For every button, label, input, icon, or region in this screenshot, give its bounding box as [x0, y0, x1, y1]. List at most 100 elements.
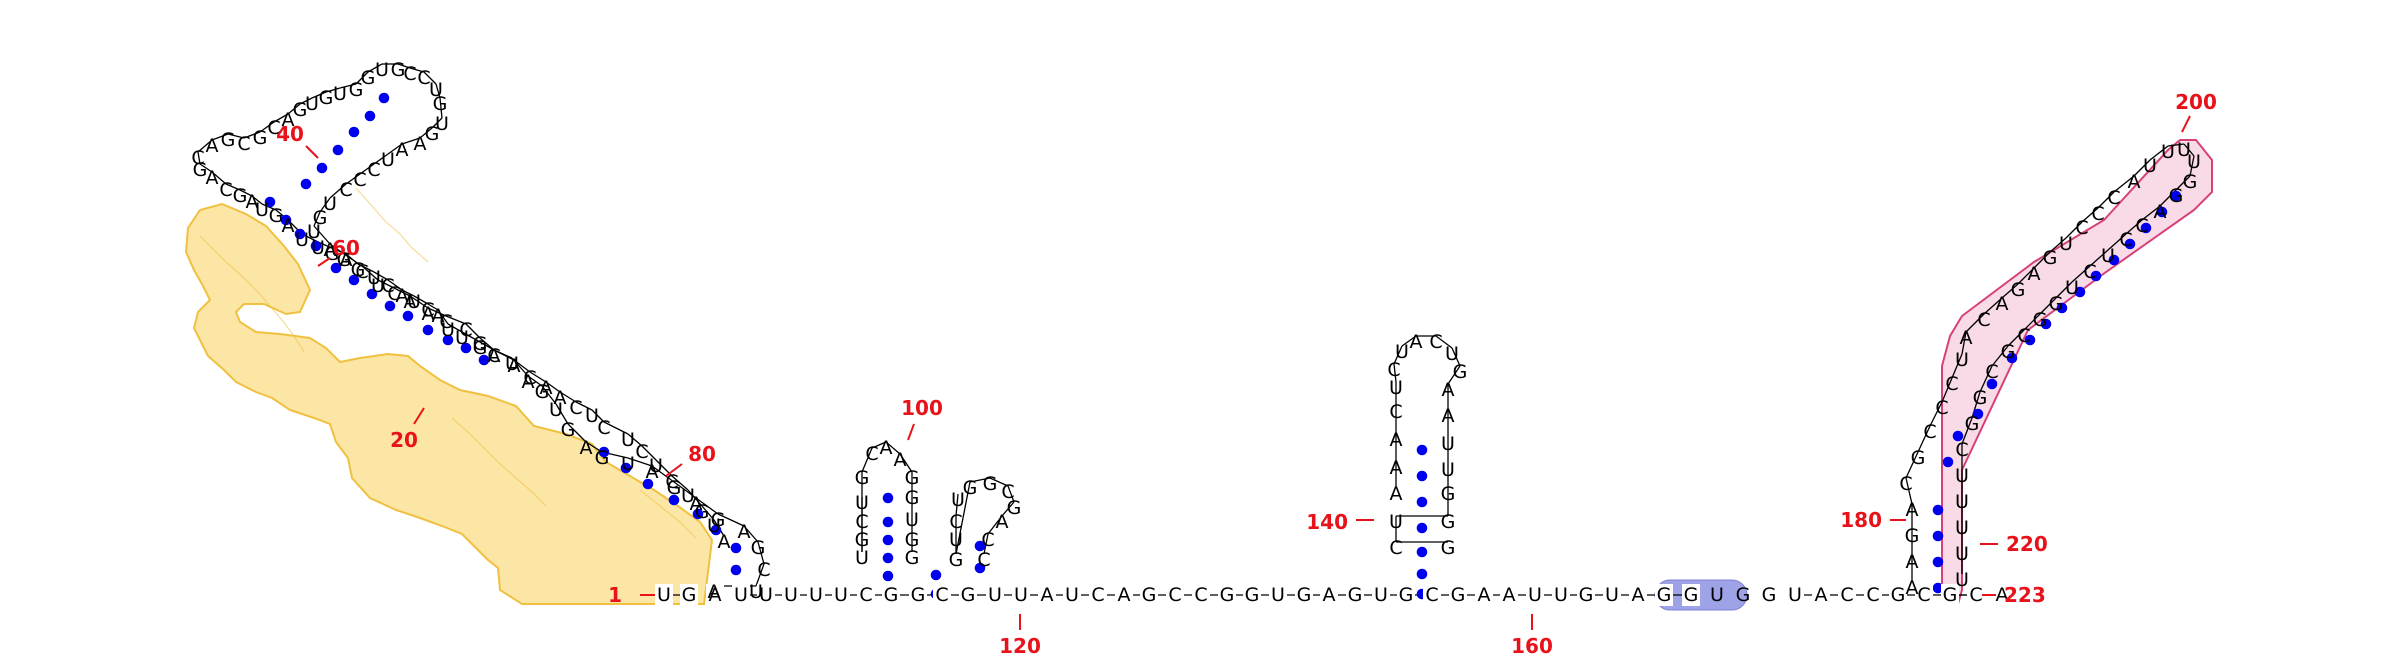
nucleotide: C	[487, 345, 500, 367]
nucleotide: A	[1906, 551, 1919, 573]
base-pair-dot	[730, 564, 742, 576]
nucleotide: C	[1429, 331, 1442, 353]
base-pair-dot	[598, 446, 610, 458]
nucleotide: G	[1736, 584, 1751, 606]
nucleotide: G	[595, 447, 610, 469]
base-pair-dot	[422, 324, 434, 336]
nucleotide: G	[1911, 447, 1926, 469]
nucleotide: G	[473, 337, 488, 359]
nucleotide: C	[459, 319, 472, 341]
nucleotide: A	[1323, 584, 1336, 606]
nucleotide: U	[2143, 155, 2157, 177]
nucleotide: A	[522, 371, 535, 393]
nucleotide: G	[233, 185, 248, 207]
base-pair-dot	[2170, 190, 2182, 202]
nucleotide: U	[295, 229, 309, 251]
nucleotide: C	[635, 441, 648, 463]
nucleotide: C	[1389, 401, 1402, 423]
nucleotide: U	[1955, 491, 1969, 513]
base-pair-dot	[442, 334, 454, 346]
nucleotide: C	[267, 117, 280, 139]
base-pair-dot	[2156, 206, 2168, 218]
nucleotide: U	[1788, 584, 1802, 606]
nucleotide: U	[649, 455, 663, 477]
nucleotide: C	[1935, 397, 1948, 419]
base-pair-dot	[316, 162, 328, 174]
base-pair-layer	[264, 92, 2182, 600]
nucleotide: U	[734, 584, 748, 606]
nucleotide: U	[1605, 584, 1619, 606]
nucleotide: A	[1906, 499, 1919, 521]
nucleotide: A	[282, 109, 295, 131]
position-label: 223	[2004, 583, 2046, 607]
nucleotide: A	[718, 531, 731, 553]
nucleotide: U	[2187, 151, 2201, 173]
position-label: 140	[1306, 510, 1348, 534]
nucleotide: A	[1996, 293, 2009, 315]
nucleotide: G	[667, 477, 682, 499]
nucleotide: U	[657, 584, 671, 606]
nucleotide: C	[977, 549, 990, 571]
nucleotide: A	[708, 581, 721, 603]
position-label: 160	[1511, 634, 1553, 658]
nucleotide: A	[396, 139, 409, 161]
base-pair-dot	[402, 310, 414, 322]
nucleotide: G	[2043, 247, 2058, 269]
nucleotide: G	[425, 123, 440, 145]
nucleotide: G	[1399, 584, 1414, 606]
nucleotide: C	[949, 511, 962, 533]
base-pair-dot	[1416, 444, 1428, 456]
nucleotide: G	[2049, 293, 2064, 315]
nucleotide: A	[540, 377, 553, 399]
nucleotide: U	[749, 581, 763, 603]
nucleotide: U	[371, 275, 385, 297]
nucleotide: G	[949, 549, 964, 571]
nucleotide: C	[1899, 473, 1912, 495]
nucleotide: C	[1168, 584, 1181, 606]
base-pair-dot	[642, 478, 654, 490]
base-pair-dot	[460, 342, 472, 354]
nucleotide: G	[269, 205, 284, 227]
nucleotide: C	[981, 529, 994, 551]
position-label: 200	[2175, 90, 2217, 114]
position-label: 220	[2006, 532, 2048, 556]
nucleotide: U	[855, 492, 869, 514]
nucleotide: U	[949, 529, 963, 551]
nucleotide: G	[1007, 497, 1022, 519]
nucleotide: A	[488, 345, 501, 367]
base-pair-dot	[2140, 222, 2152, 234]
nucleotide: G	[293, 99, 308, 121]
nucleotide: U	[407, 291, 421, 313]
base-pair-dot	[378, 92, 390, 104]
nucleotide: U	[549, 399, 563, 421]
nucleotide: G	[1684, 584, 1699, 606]
nucleotide: G	[905, 487, 920, 509]
nucleotide: G	[1441, 511, 1456, 533]
nucleotide: A	[324, 239, 337, 261]
nucleotide: A	[340, 249, 353, 271]
base-pair-dot	[882, 516, 894, 528]
base-pair-dot	[2090, 270, 2102, 282]
nucleotide: C	[2075, 217, 2088, 239]
base-pair-dot	[2108, 254, 2120, 266]
nucleotide: G	[1579, 584, 1594, 606]
nucleotide: G	[561, 419, 576, 441]
nucleotide: A	[646, 461, 659, 483]
nucleotide: C	[1985, 361, 1998, 383]
nucleotide: U	[1955, 349, 1969, 371]
base-pair-dot	[1952, 430, 1964, 442]
nucleotide: A	[1996, 584, 2009, 606]
base-pair-dot	[1932, 504, 1944, 516]
nucleotide: G	[905, 529, 920, 551]
nucleotide: G	[1891, 584, 1906, 606]
nucleotide: G	[351, 259, 366, 281]
base-pair-dot	[2056, 302, 2068, 314]
base-pair-dot	[2124, 238, 2136, 250]
nucleotide: G	[884, 584, 899, 606]
nucleotide: C	[2119, 229, 2132, 251]
nucleotide: C	[421, 299, 434, 321]
position-label: 1	[608, 583, 622, 607]
nucleotide: C	[2091, 203, 2104, 225]
nucleotide: A	[1118, 584, 1131, 606]
nucleotide: C	[1840, 584, 1853, 606]
